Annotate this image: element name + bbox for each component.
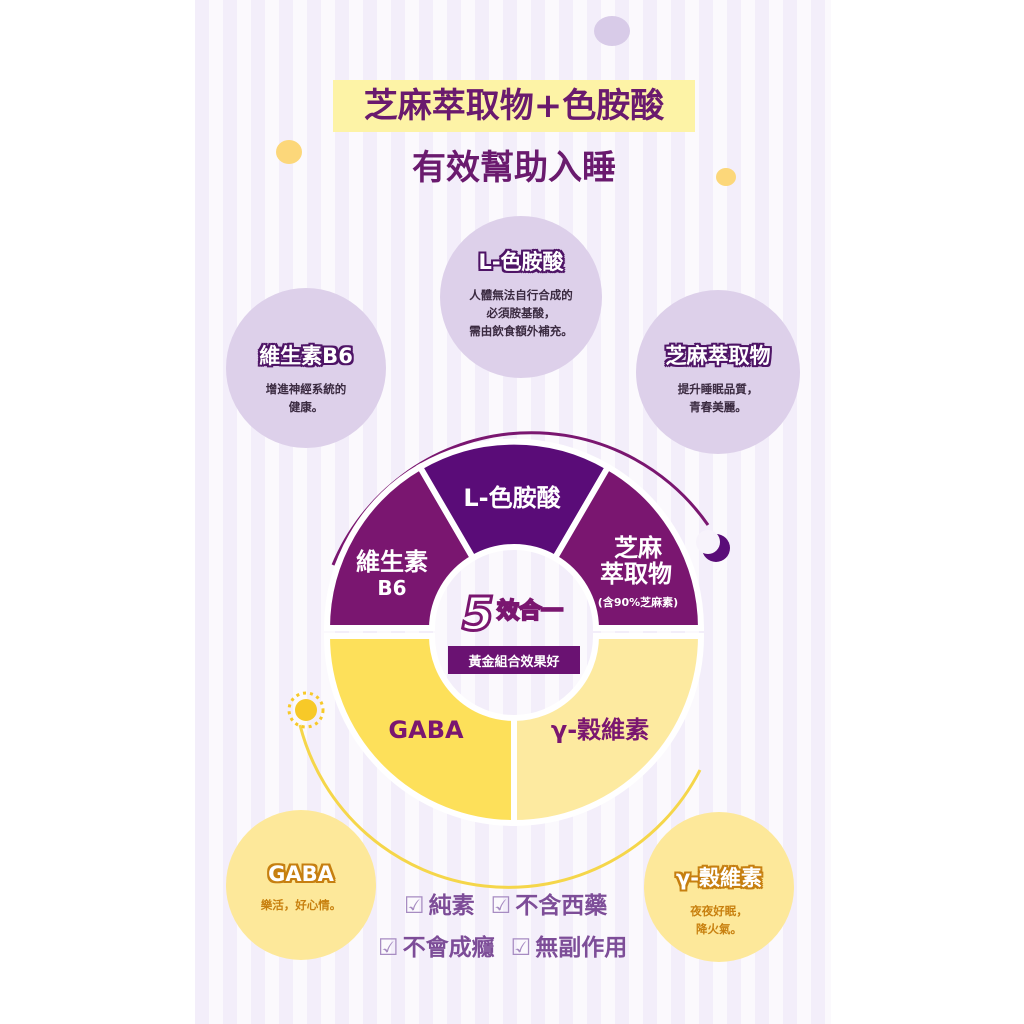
title-line-2: 有效幫助入睡 (412, 148, 616, 188)
check-icon: ☑ (490, 893, 512, 919)
circle-title: γ-穀維素 (675, 866, 763, 890)
check-icon: ☑ (510, 935, 532, 961)
segment-label: γ-穀維素 (551, 716, 649, 744)
bubble-decoration (716, 168, 736, 186)
check-icon: ☑ (404, 893, 425, 919)
bubble-decoration (276, 140, 302, 164)
segment-b6 (323, 462, 478, 631)
bubble-decoration (594, 16, 630, 46)
feature: 無副作用 (535, 935, 628, 961)
segment-sesame (550, 462, 705, 631)
features-row-2: ☑不會成癮 ☑無副作用 (378, 928, 627, 962)
features-row-1: ☑純素 ☑不含西藥 (404, 886, 607, 920)
segment-label: GABA (388, 716, 464, 744)
center-tag: 黃金組合效果好 (467, 654, 559, 670)
moon-icon (696, 530, 730, 562)
circle-desc: 增進神經系統的健康。 (265, 382, 347, 414)
circle-title: GABA (268, 862, 334, 886)
circle-oryzanol: γ-穀維素 夜夜好眠，降火氣。 (644, 812, 794, 962)
circle-title: L-色胺酸 (478, 250, 564, 274)
segment-label: L-色胺酸 (463, 484, 561, 512)
circle-desc: 提升睡眠品質，青春美麗。 (677, 382, 759, 414)
circle-sesame: 芝麻萃取物 提升睡眠品質，青春美麗。 (636, 290, 800, 454)
title-line-1: 芝麻萃取物+色胺酸 (333, 80, 695, 132)
circle-gaba: GABA 樂活，好心情。 (226, 810, 376, 960)
feature: 純素 (428, 893, 475, 919)
center-tag-bg (448, 646, 580, 674)
circle-title: 芝麻萃取物 (665, 344, 771, 368)
segment-tryptophan (415, 438, 613, 563)
segment-label: 萃取物 (600, 560, 672, 588)
circle-b6: 維生素B6 增進神經系統的健康。 (226, 288, 386, 448)
segment-label: B6 (377, 576, 406, 600)
segment-label: 維生素 (356, 548, 428, 576)
check-icon: ☑ (378, 935, 399, 961)
circle-tryptophan: L-色胺酸 人體無法自行合成的必須胺基酸，需由飲食額外補充。 (440, 216, 602, 378)
sun-icon (287, 691, 325, 729)
segment-gaba (323, 633, 517, 827)
segment-label: 芝麻 (614, 534, 663, 562)
segment-oryzanol (511, 633, 705, 827)
outer-arc-yellow (298, 724, 702, 889)
circle-desc: 夜夜好眠，降火氣。 (690, 904, 748, 936)
segment-note: (含90%芝麻素) (598, 595, 678, 609)
circle-desc: 樂活，好心情。 (260, 898, 342, 912)
center-number: 5 (462, 587, 494, 641)
center-text: 效合一 (497, 598, 563, 624)
feature: 不會成癮 (402, 935, 495, 961)
feature: 不含西藥 (515, 893, 608, 919)
circle-desc: 人體無法自行合成的必須胺基酸，需由飲食額外補充。 (469, 288, 573, 338)
circle-title: 維生素B6 (259, 344, 353, 368)
